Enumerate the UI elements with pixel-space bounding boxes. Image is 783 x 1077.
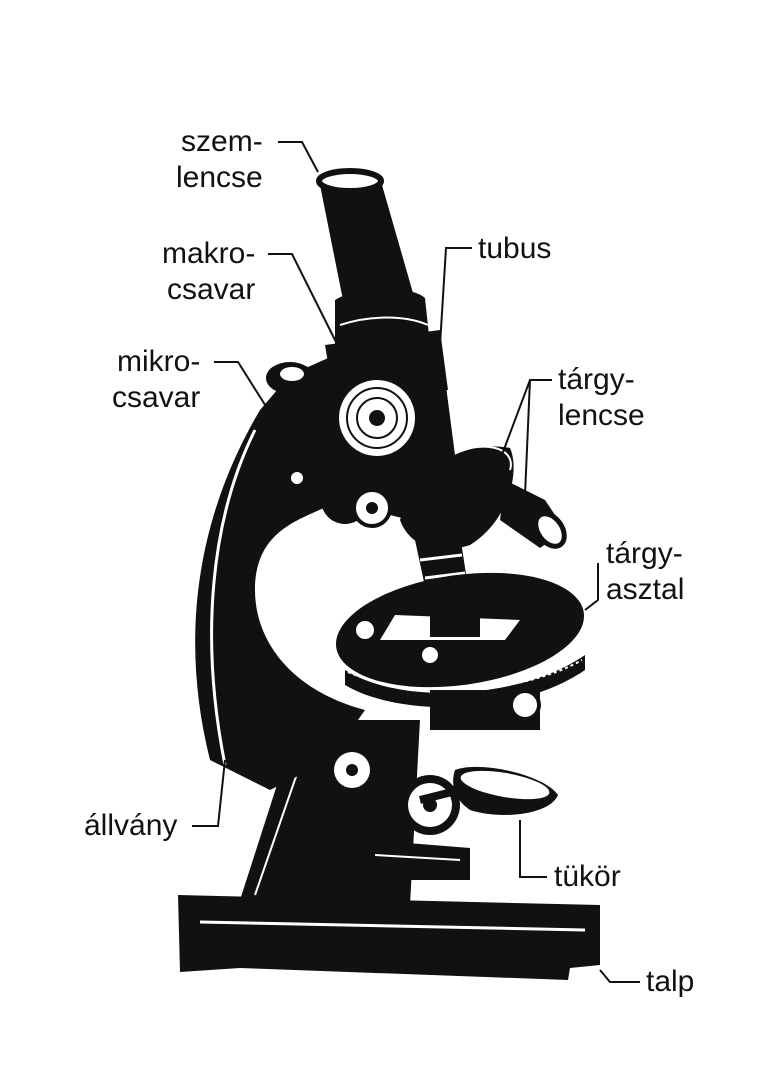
leader-objective	[499, 379, 552, 496]
leader-fine-focus	[214, 361, 326, 501]
stage	[335, 572, 585, 708]
label-eyepiece: szem- lencse	[176, 124, 263, 196]
arm	[195, 375, 365, 790]
label-fine-focus-line2: csavar	[112, 381, 201, 414]
label-objective-line1: tárgy-	[558, 363, 635, 396]
label-arm: állvány	[84, 809, 178, 842]
label-eyepiece-line2: lencse	[176, 161, 263, 194]
eyepiece-tube	[316, 168, 430, 353]
label-stage-line1: tárgy-	[606, 537, 683, 570]
leader-coarse-focus	[268, 253, 346, 361]
fine-focus-knob	[321, 476, 392, 528]
label-base: talp	[646, 965, 695, 998]
condenser	[430, 689, 541, 730]
lower-knob-left	[326, 744, 378, 796]
leader-base	[599, 969, 640, 983]
leader-tube	[439, 247, 472, 346]
label-coarse-focus-line2: csavar	[166, 273, 256, 306]
label-stage-line2: asztal	[606, 573, 685, 606]
leader-stage	[584, 563, 599, 611]
leader-eyepiece	[278, 141, 319, 173]
base	[178, 895, 600, 980]
leader-lines	[192, 141, 640, 983]
label-eyepiece-line1: szem-	[181, 125, 263, 158]
leader-mirror	[519, 820, 547, 878]
label-coarse-focus: makro- csavar	[162, 236, 255, 308]
label-mirror: tükör	[554, 860, 621, 893]
mirror	[419, 766, 558, 815]
coarse-focus-knob	[333, 374, 421, 462]
label-objective: tárgy- lencse	[558, 362, 645, 434]
label-tube: tubus	[478, 232, 552, 265]
label-fine-focus-line1: mikro-	[117, 345, 201, 378]
nosepiece	[400, 445, 514, 550]
label-fine-focus: mikro- csavar	[112, 344, 200, 416]
label-stage: tárgy- asztal	[606, 536, 684, 608]
label-objective-line2: lencse	[558, 399, 645, 432]
top-knob	[266, 362, 314, 394]
label-coarse-focus-line1: makro-	[162, 237, 256, 270]
leader-arm	[192, 759, 226, 827]
lower-knob-right	[400, 775, 460, 835]
